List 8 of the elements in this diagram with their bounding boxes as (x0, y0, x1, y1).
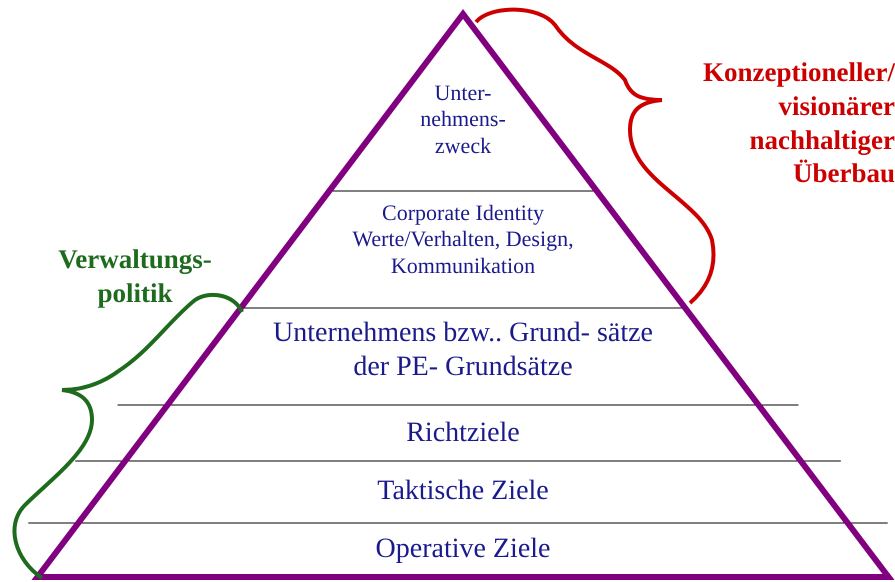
pyramid-level: Taktische Ziele (313, 474, 613, 508)
pyramid-level: Operative Ziele (313, 532, 613, 566)
bracket-label: Konzeptioneller/ visionärer nachhaltiger Überbau (702, 56, 895, 190)
bracket-label: Verwaltungs- politik (57, 243, 213, 310)
pyramid-level: Corporate Identity Werte/Verhalten, Design, Kommunikation (338, 200, 588, 280)
pyramid-level: Richtziele (313, 416, 613, 450)
pyramid-level: Unter- nehmens- zweck (410, 80, 516, 160)
pyramid-level: Unternehmens bzw.. Grund- sätze der PE- Grundsätze (270, 316, 656, 384)
